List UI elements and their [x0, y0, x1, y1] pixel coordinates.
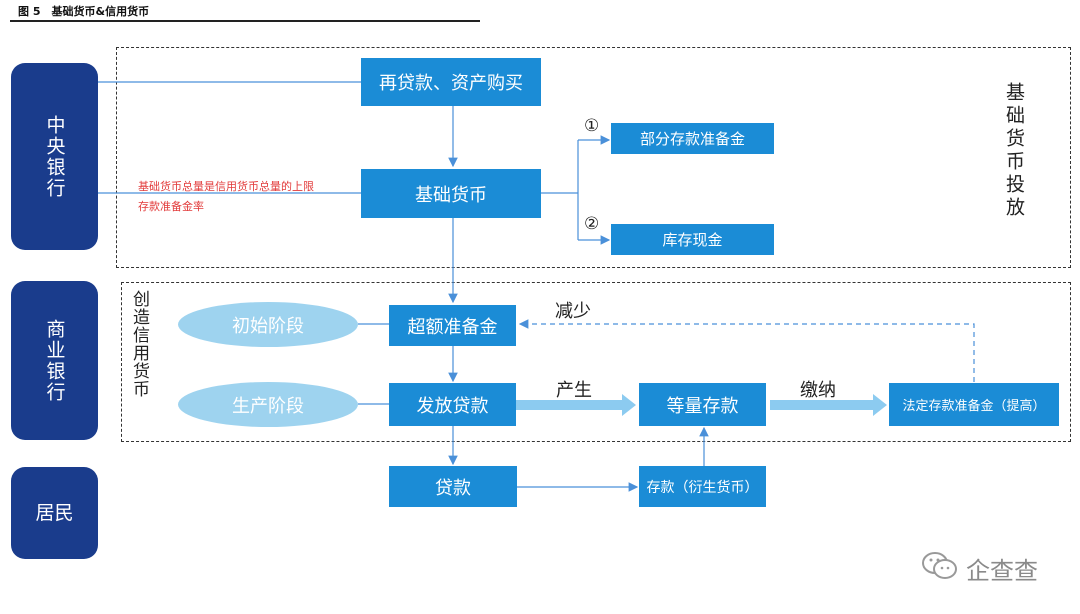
central-bank-label: 中央银行	[11, 63, 98, 250]
vault-cash-box: 库存现金	[611, 224, 774, 255]
central-bank-text: 中央银行	[43, 114, 66, 199]
commercial-bank-text: 商业银行	[43, 318, 66, 403]
pay-label: 缴纳	[800, 380, 836, 401]
base-money-box: 基础货币	[361, 169, 541, 218]
figure-title: 图 5 基础货币&信用货币	[18, 5, 150, 18]
partial-reserve-box: 部分存款准备金	[611, 123, 774, 154]
marker-one: ①	[584, 116, 600, 136]
initial-stage-oval: 初始阶段	[178, 302, 358, 347]
credit-money-section-frame	[121, 282, 1071, 442]
residents-label: 居民	[11, 467, 98, 559]
production-stage-oval: 生产阶段	[178, 382, 358, 427]
commercial-bank-label: 商业银行	[11, 281, 98, 440]
relending-box: 再贷款、资产购买	[361, 58, 541, 106]
base-money-issuance-label: 基础货币投放	[1003, 82, 1025, 220]
note-reserve-ratio: 存款准备金率	[138, 200, 204, 213]
issue-loans-box: 发放贷款	[389, 383, 516, 426]
base-money-section-frame	[116, 47, 1071, 268]
derivative-deposits-box: 存款（衍生货币）	[639, 466, 766, 507]
loans-box: 贷款	[389, 466, 517, 507]
reduce-label: 减少	[555, 301, 591, 322]
note-upper-limit: 基础货币总量是信用货币总量的上限	[138, 180, 314, 193]
legal-reserve-box: 法定存款准备金（提高）	[889, 383, 1059, 426]
credit-creation-label: 创造信用货币	[129, 290, 149, 398]
produce-label: 产生	[556, 380, 592, 401]
marker-two: ②	[584, 214, 600, 234]
residents-text: 居民	[35, 502, 74, 524]
equal-deposits-box: 等量存款	[639, 383, 766, 426]
excess-reserve-box: 超额准备金	[389, 305, 516, 346]
wechat-icon	[920, 550, 960, 582]
header-rule	[10, 20, 480, 22]
watermark-text: 企查查	[966, 557, 1038, 585]
